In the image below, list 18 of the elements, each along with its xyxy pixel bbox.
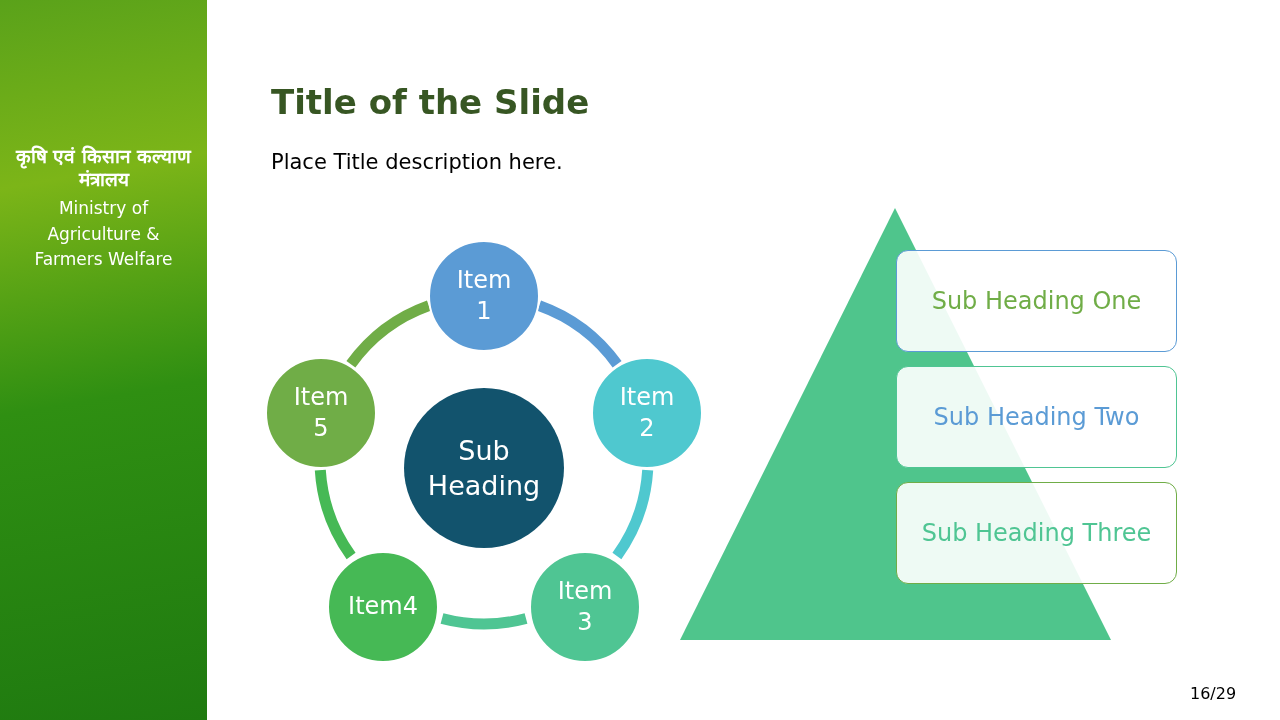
slide-title: Title of the Slide xyxy=(271,82,590,122)
item-circle: Item 1 xyxy=(428,240,540,352)
sub-heading-box: Sub Heading Three xyxy=(896,482,1177,584)
title-description: Place Title description here. xyxy=(271,150,563,174)
ring-connector xyxy=(346,300,431,368)
ring-connector xyxy=(537,300,622,368)
item-circle: Item4 xyxy=(327,551,439,663)
ring-connector xyxy=(314,469,356,559)
page-number: 16/29 xyxy=(1190,684,1237,703)
item-circle: Item 3 xyxy=(529,551,641,663)
ring-connector xyxy=(612,469,654,559)
sub-heading-box: Sub Heading One xyxy=(896,250,1177,352)
ministry-name-hindi: कृषि एवं किसान कल्याण मंत्रालय xyxy=(14,145,193,191)
item-circle: Item 5 xyxy=(265,357,377,469)
sub-heading-box: Sub Heading Two xyxy=(896,366,1177,468)
ministry-name: Ministry of Agriculture & Farmers Welfare xyxy=(33,197,174,271)
item-circle: Item 2 xyxy=(591,357,703,469)
center-circle: Sub Heading xyxy=(404,388,564,548)
